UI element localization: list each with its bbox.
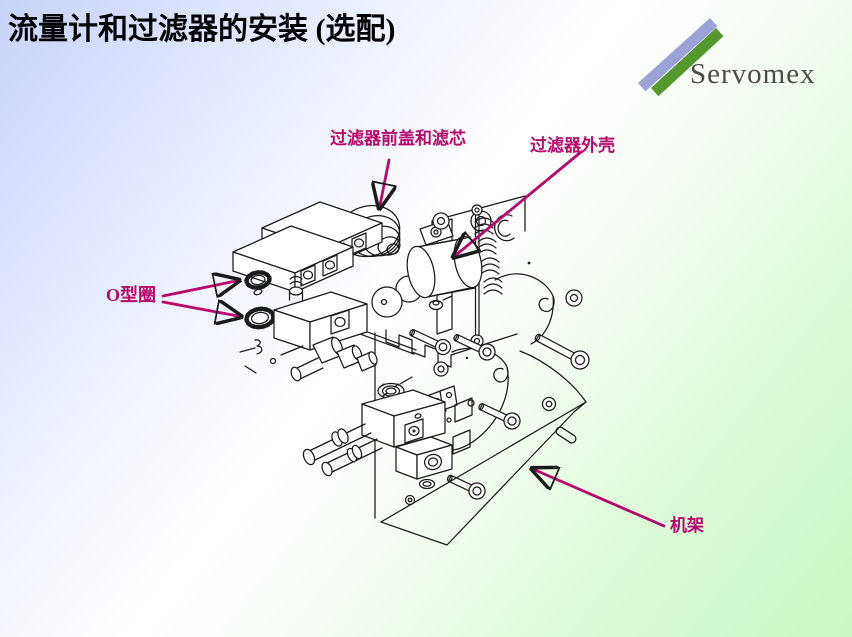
label-o-ring: O型圈 [106, 285, 157, 305]
frame-outline [380, 261, 587, 546]
flow-meter-blocks [232, 201, 383, 296]
label-filter-housing: 过滤器外壳 [530, 136, 615, 155]
slide-title: 流量计和过滤器的安装 (选配) [8, 13, 396, 46]
gasket-outlines [451, 273, 555, 451]
servomex-logo-text: Servomex [690, 58, 816, 90]
frame-cutouts [452, 397, 473, 455]
valve-assembly-1 [239, 275, 378, 382]
label-frame: 机架 [670, 516, 704, 535]
arrow-frame [535, 470, 666, 528]
label-filter-cover-and-element: 过滤器前盖和滤芯 [330, 129, 466, 148]
mounting-screws [409, 328, 590, 500]
springs [474, 217, 503, 295]
servomex-logo-slashes [638, 18, 724, 97]
servomex-logo: Servomex [628, 6, 848, 108]
o-rings [244, 270, 276, 330]
arrow-o-ring-upper [161, 281, 236, 296]
arrow-filter-housing [456, 150, 583, 255]
callout-arrows [161, 150, 666, 528]
spacers [404, 289, 583, 506]
guide-rod-and-rollers [419, 204, 515, 348]
arrow-filter-cover [380, 158, 389, 205]
arrow-o-ring-lower [161, 302, 238, 316]
valve-assembly-2 [302, 376, 458, 490]
